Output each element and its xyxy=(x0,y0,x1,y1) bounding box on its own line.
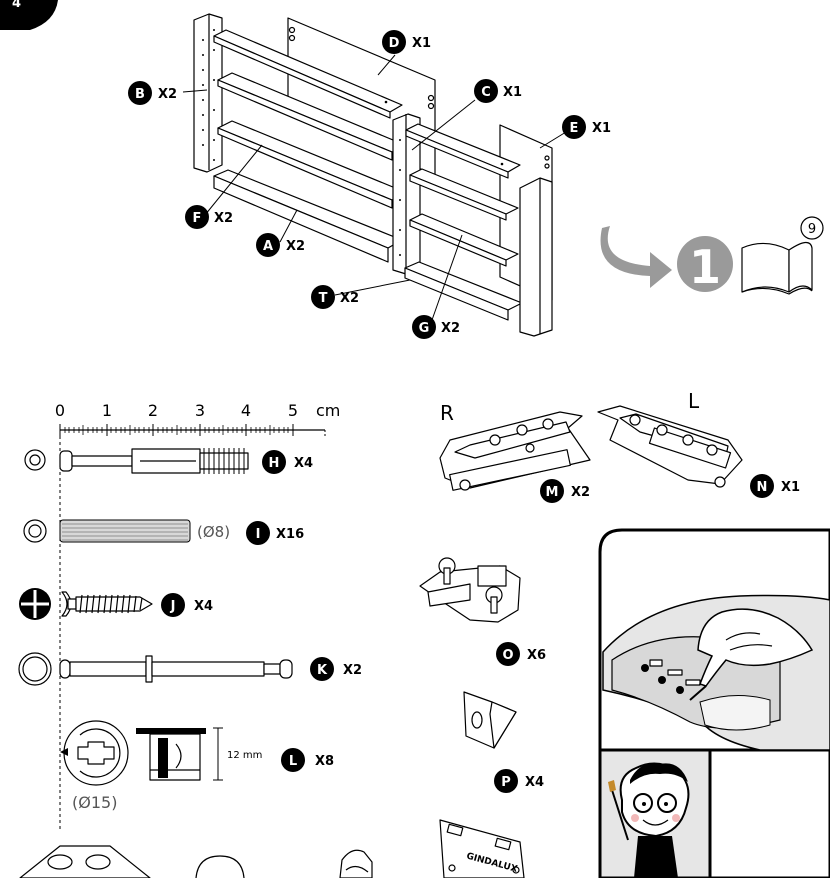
ruler-tick-label: 5 xyxy=(288,401,298,420)
exploded-cabinet-illustration xyxy=(193,13,553,337)
part-letter: N xyxy=(757,480,768,495)
part-badge-b: B X2 xyxy=(128,81,177,105)
ruler-tick-label: 1 xyxy=(102,401,112,420)
part-letter: K xyxy=(317,663,328,678)
hand-illustration xyxy=(689,608,814,701)
part-letter: A xyxy=(263,239,273,254)
part-qty: X2 xyxy=(441,321,460,336)
hardware-k: K X2 xyxy=(18,652,362,686)
part-qty: X16 xyxy=(276,527,304,542)
ruler-tick-label: 2 xyxy=(148,401,158,420)
part-letter: L xyxy=(289,754,297,769)
dimension-note: 12 mm xyxy=(227,750,262,761)
part-qty: X1 xyxy=(592,121,611,136)
part-qty: X2 xyxy=(571,485,590,500)
part-letter: O xyxy=(502,648,513,663)
part-letter: J xyxy=(170,599,176,614)
ruler-tick-label: 4 xyxy=(241,401,251,420)
part-qty: X4 xyxy=(194,599,213,614)
hardware-j: J X4 xyxy=(19,588,213,620)
fitting-m: R M X2 xyxy=(439,401,591,503)
part-letter: M xyxy=(546,485,559,500)
book-page-number: 9 xyxy=(808,222,816,237)
fitting-o: O X6 xyxy=(419,557,546,666)
dimension-note: (Ø15) xyxy=(72,793,117,812)
part-badge-g: G X2 xyxy=(412,315,460,339)
ruler-tick-label: 3 xyxy=(195,401,205,420)
comic-panel xyxy=(598,528,830,878)
part-badge-f: F X2 xyxy=(185,205,233,229)
part-letter: E xyxy=(570,121,579,136)
part-qty: X2 xyxy=(343,663,362,678)
part-badge-a: A X2 xyxy=(256,233,305,257)
part-badge-t: T X2 xyxy=(311,285,359,309)
leader-lines xyxy=(182,54,567,321)
brand-bracket: GINDALUX xyxy=(439,819,525,878)
step-circle xyxy=(677,236,733,292)
part-letter: F xyxy=(193,211,202,226)
part-qty: X8 xyxy=(315,754,334,769)
part-letter: C xyxy=(481,85,491,100)
part-qty: X6 xyxy=(527,648,546,663)
part-letter: T xyxy=(319,291,328,306)
fitting-n: L N X1 xyxy=(597,389,800,498)
part-qty: X2 xyxy=(158,87,177,102)
part-letter: I xyxy=(256,527,261,542)
open-book-icon xyxy=(741,241,813,295)
part-letter: D xyxy=(389,36,400,51)
ruler-tick-label: 0 xyxy=(55,401,65,420)
step-reference: 1 9 xyxy=(600,216,824,295)
part-qty: X2 xyxy=(340,291,359,306)
part-letter: H xyxy=(269,456,280,471)
curved-arrow-icon xyxy=(600,226,672,288)
part-qty: X2 xyxy=(286,239,305,254)
hardware-l: (Ø15) 12 mm L X8 xyxy=(60,720,334,812)
part-badge-d: D X1 xyxy=(382,30,431,54)
ruler: 0 1 2 3 4 5 cm xyxy=(55,401,340,830)
page-number: 4 xyxy=(12,0,21,11)
part-letter: P xyxy=(501,775,511,790)
part-qty: X4 xyxy=(525,775,544,790)
part-qty: X1 xyxy=(412,36,431,51)
part-qty: X1 xyxy=(503,85,522,100)
cartoon-character xyxy=(608,762,690,878)
page-number-tab: 4 xyxy=(0,0,58,30)
dimension-note: (Ø8) xyxy=(197,523,230,541)
side-label: L xyxy=(688,389,700,413)
part-badge-e: E X1 xyxy=(562,115,611,139)
part-letter: B xyxy=(135,87,145,102)
side-label: R xyxy=(440,401,454,425)
ruler-unit: cm xyxy=(316,401,340,420)
bottom-partial-items xyxy=(19,845,373,878)
hardware-i: (Ø8) I X16 xyxy=(23,519,304,545)
part-badge-c: C X1 xyxy=(474,79,522,103)
part-letter: G xyxy=(419,321,430,336)
part-qty: X4 xyxy=(294,456,313,471)
part-qty: X2 xyxy=(214,211,233,226)
hardware-h: H X4 xyxy=(24,448,313,474)
part-qty: X1 xyxy=(781,480,800,495)
fitting-p: P X4 xyxy=(463,691,544,793)
hinge-screws xyxy=(489,418,554,453)
step-number: 1 xyxy=(689,240,721,294)
